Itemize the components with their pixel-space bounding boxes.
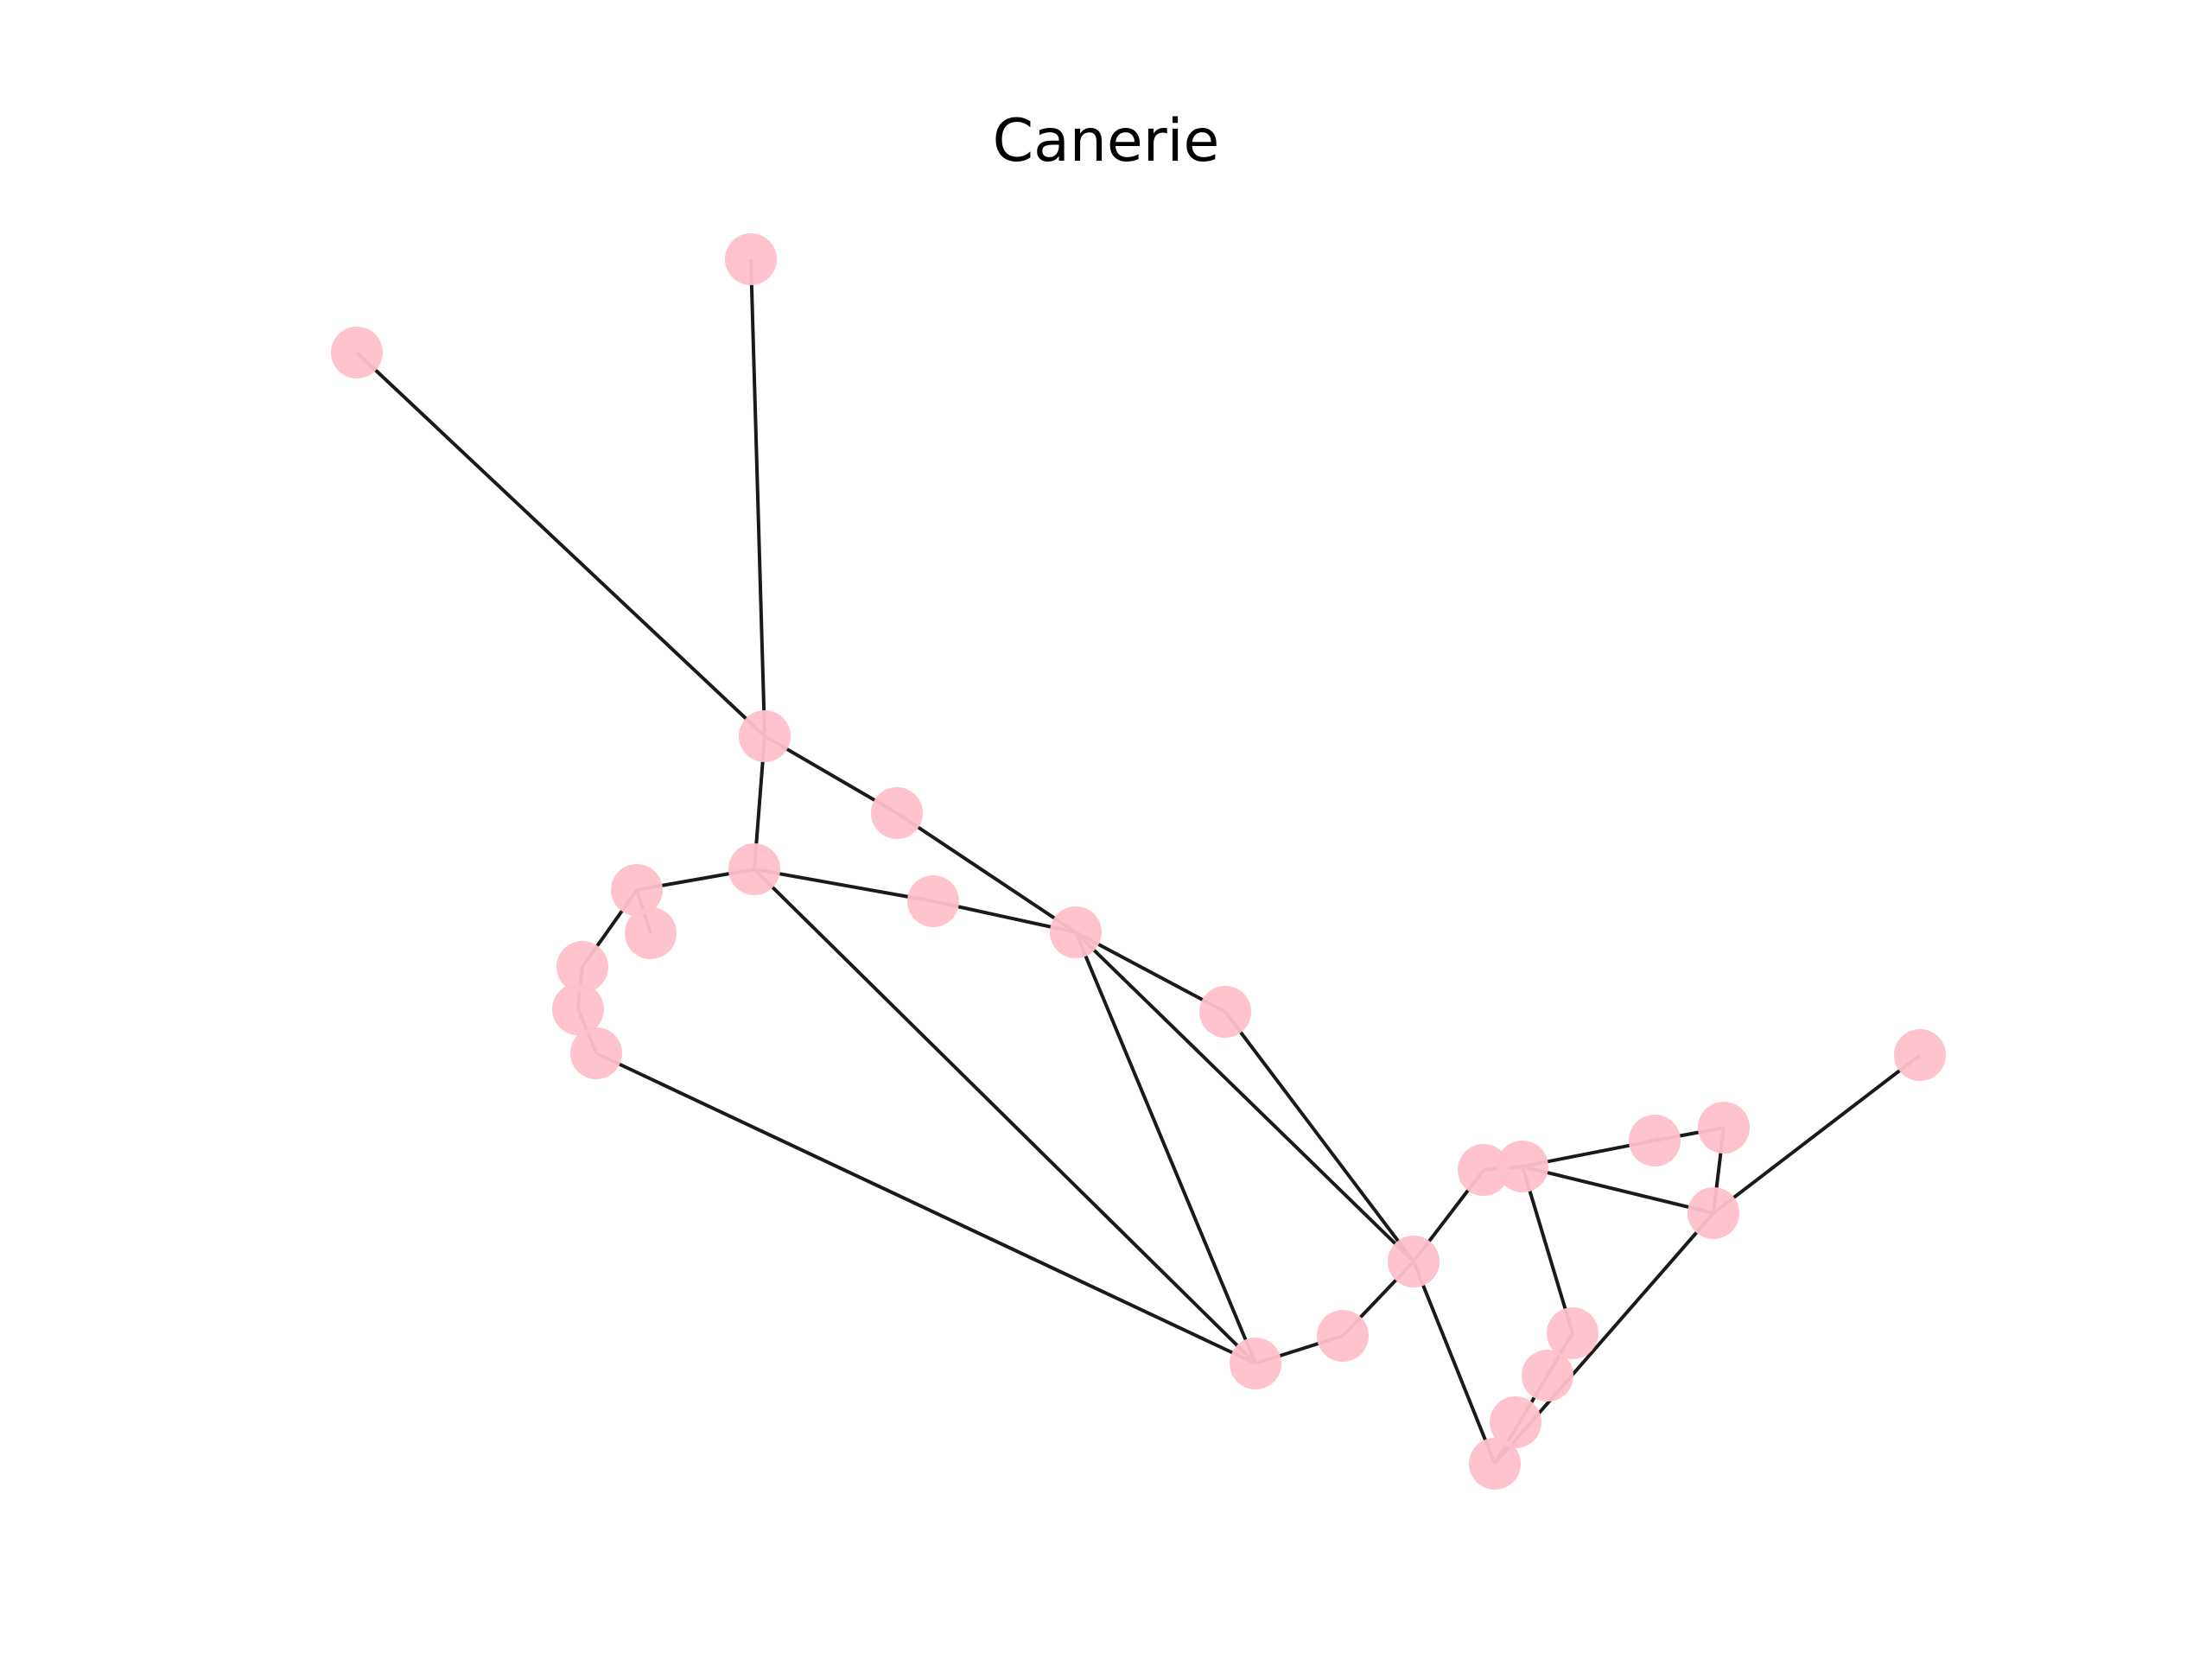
nodes-layer <box>331 233 1946 1490</box>
graph-edge-n17-n19 <box>1521 1166 1574 1334</box>
graph-edge-n15-n24 <box>1412 1261 1497 1465</box>
graph-edge-n8-n15 <box>1074 931 1415 1263</box>
graph-node-n23 <box>1894 1029 1946 1081</box>
graph-edge-n12-n15 <box>1224 1010 1415 1263</box>
graph-edge-n3-n7 <box>753 868 934 903</box>
diagram-title: Canerie <box>992 107 1220 175</box>
graph-edge-n11-n13 <box>595 1052 1256 1365</box>
graph-node-n14 <box>1317 1310 1369 1362</box>
graph-node-n1 <box>725 233 777 285</box>
graph-edge-n0-n2 <box>355 351 766 738</box>
graph-node-n5 <box>611 864 663 916</box>
graph-node-n7 <box>907 875 959 927</box>
graph-node-n24 <box>1469 1438 1521 1490</box>
graph-node-n25 <box>1522 1350 1573 1402</box>
graph-edge-n21-n23 <box>1712 1053 1922 1215</box>
graph-edge-n1-n2 <box>749 258 766 737</box>
graph-node-n2 <box>739 710 791 762</box>
graph-node-n16 <box>1458 1144 1510 1196</box>
graph-node-n21 <box>1688 1187 1739 1239</box>
graph-node-n15 <box>1388 1236 1440 1287</box>
graph-edge-n4-n8 <box>895 811 1077 934</box>
graph-node-n22 <box>1490 1396 1541 1448</box>
graph-node-n17 <box>1497 1141 1548 1192</box>
graph-node-n3 <box>728 843 780 895</box>
graph-node-n18 <box>1629 1115 1681 1166</box>
graph-edge-n8-n13 <box>1074 931 1257 1364</box>
graph-node-n20 <box>1698 1102 1750 1154</box>
graph-node-n12 <box>1199 986 1251 1038</box>
graph-node-n13 <box>1230 1338 1281 1389</box>
graph-edge-n8-n12 <box>1075 931 1226 1014</box>
graph-edge-n17-n21 <box>1522 1165 1714 1215</box>
graph-node-n0 <box>331 327 383 378</box>
edges-layer <box>355 258 1922 1465</box>
graph-node-n6 <box>625 907 677 959</box>
graph-node-n8 <box>1050 906 1102 958</box>
graph-node-n4 <box>871 787 923 839</box>
graph-node-n10 <box>552 983 604 1035</box>
graph-node-n19 <box>1547 1307 1599 1359</box>
graph-node-n9 <box>556 941 608 993</box>
graph-edge-n3-n13 <box>753 868 1257 1365</box>
graph-node-n11 <box>570 1027 622 1079</box>
